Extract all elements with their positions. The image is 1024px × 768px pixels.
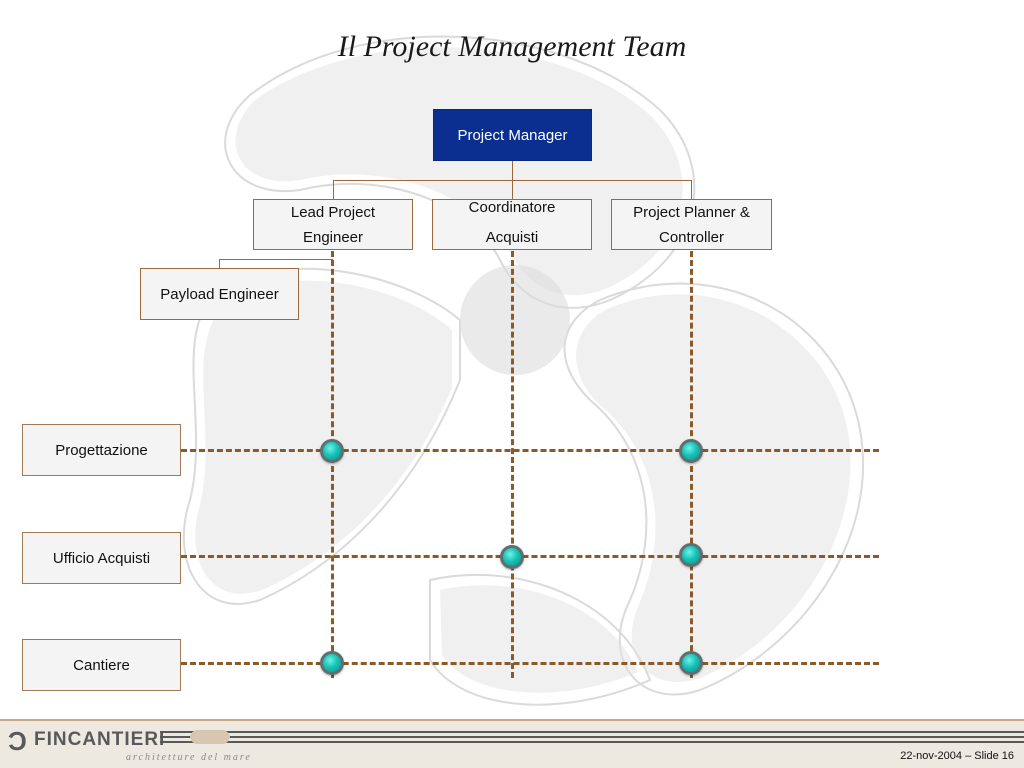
node-cantiere-lead-engineer <box>320 651 344 675</box>
matrix-column-planner <box>690 251 693 678</box>
matrix-column-coordinator <box>511 251 514 678</box>
fincantieri-logo-text: FINCANTIERI <box>34 729 166 750</box>
slide-date-number: 22-nov-2004 – Slide 16 <box>900 750 1014 762</box>
logo-stripes <box>160 730 1024 744</box>
connector-pm-down <box>512 161 513 180</box>
planner-label-line1: Project Planner & <box>633 203 750 221</box>
connector-payload-up <box>219 259 220 268</box>
project-planner-controller-box: Project Planner & Controller <box>611 199 772 250</box>
project-manager-label: Project Manager <box>457 126 568 144</box>
lead-engineer-label-line1: Lead Project <box>290 203 376 221</box>
connector-to-lead-engineer <box>333 180 334 199</box>
department-label: Cantiere <box>73 656 130 674</box>
lead-engineer-label-line2: Engineer <box>302 228 364 246</box>
planner-label-line2: Controller <box>658 228 725 246</box>
matrix-row-cantiere <box>181 662 879 665</box>
fincantieri-logo-icon: Ɔ <box>8 726 27 756</box>
connector-to-planner <box>691 180 692 199</box>
node-progettazione-planner <box>679 439 703 463</box>
coordinator-label-line2: Acquisti <box>485 229 539 246</box>
node-progettazione-lead-engineer <box>320 439 344 463</box>
payload-engineer-box: Payload Engineer <box>140 268 299 320</box>
coordinator-label-line1: Coordinatore <box>468 199 556 216</box>
project-manager-box: Project Manager <box>433 109 592 161</box>
node-acquisti-planner <box>679 543 703 567</box>
slide-title: Il Project Management Team <box>337 30 687 63</box>
footer-band <box>0 721 1024 768</box>
department-ufficio-acquisti-box: Ufficio Acquisti <box>22 532 181 584</box>
department-label: Ufficio Acquisti <box>52 549 151 567</box>
department-cantiere-box: Cantiere <box>22 639 181 691</box>
logo-tagline: architetture del mare <box>126 752 252 763</box>
matrix-row-ufficio-acquisti <box>181 555 879 558</box>
department-progettazione-box: Progettazione <box>22 424 181 476</box>
node-cantiere-planner <box>679 651 703 675</box>
connector-to-coordinator <box>512 180 513 199</box>
department-label: Progettazione <box>55 441 148 459</box>
connector-lead-to-payload <box>219 259 333 260</box>
payload-engineer-label: Payload Engineer <box>160 285 279 303</box>
coordinatore-acquisti-box: Coordinatore Acquisti <box>432 199 592 250</box>
matrix-row-progettazione <box>181 449 879 452</box>
matrix-column-lead-engineer <box>331 251 334 678</box>
node-acquisti-coordinator <box>500 545 524 569</box>
lead-project-engineer-box: Lead Project Engineer <box>253 199 413 250</box>
